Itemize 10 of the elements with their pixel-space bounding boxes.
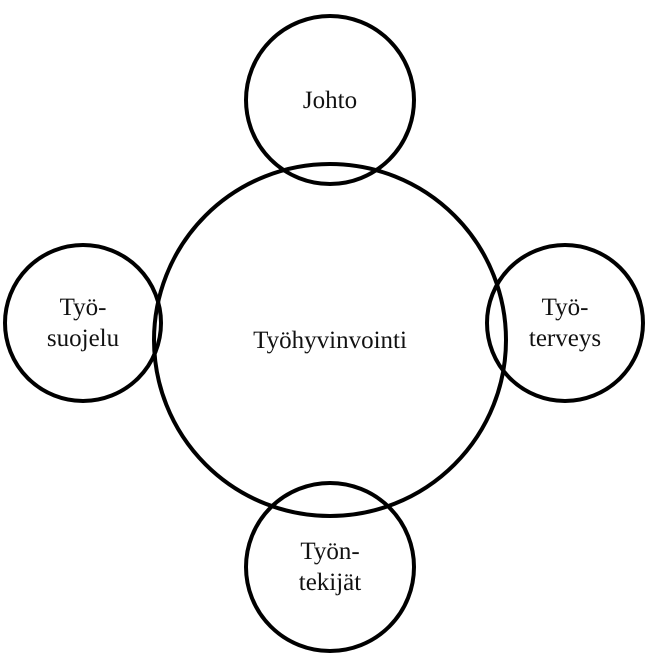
circle — [152, 162, 508, 518]
circle-label: Työhyvinvointi — [253, 326, 407, 356]
circle — [244, 14, 416, 186]
circle-label: Työn- tekijät — [298, 537, 362, 598]
circle — [244, 481, 416, 653]
circle-label: Työ- terveys — [528, 293, 602, 354]
circle-label: Työ- suojelu — [46, 293, 120, 354]
circle — [485, 243, 645, 403]
circle-label: Johto — [302, 86, 358, 116]
circle — [3, 243, 163, 403]
